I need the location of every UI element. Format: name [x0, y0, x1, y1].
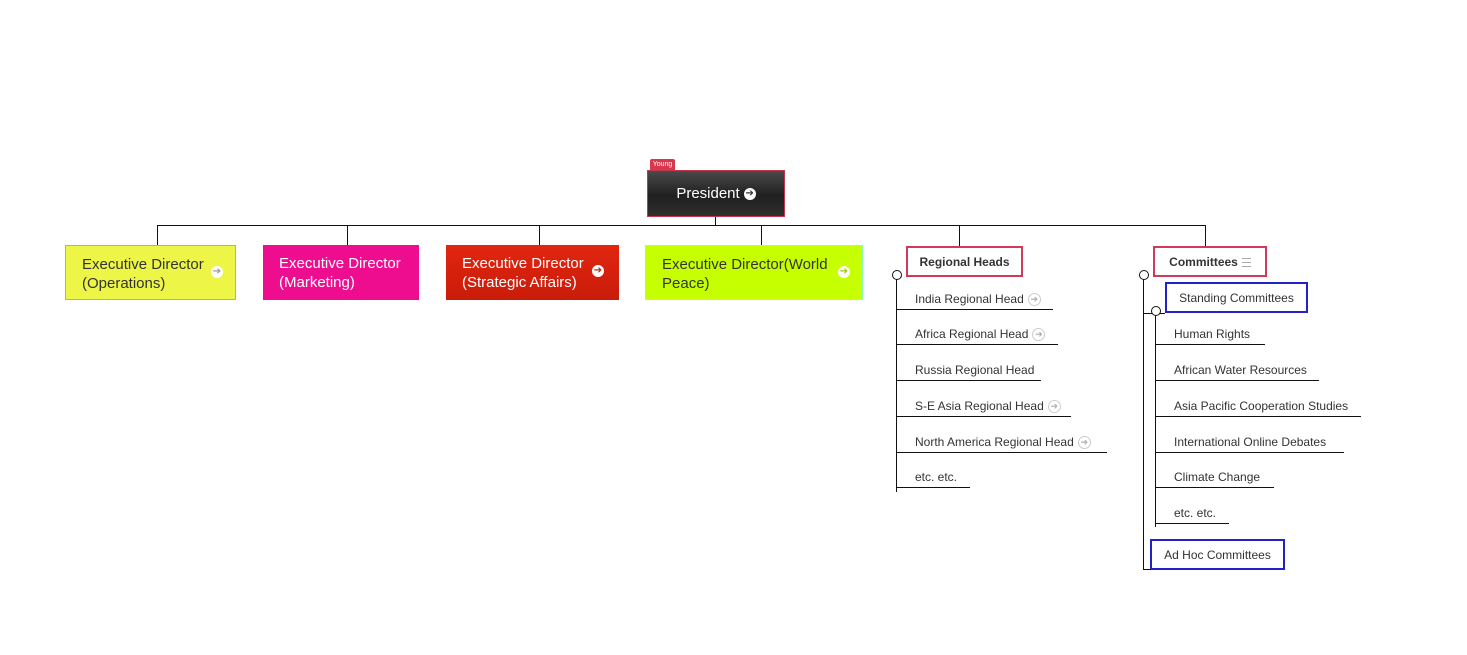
drop-ed3 [539, 225, 540, 245]
ed-operations-node[interactable]: Executive Director (Operations) ➔ [65, 245, 236, 300]
list-item[interactable]: Human Rights [1155, 324, 1265, 345]
ed-world-peace-node[interactable]: Executive Director(World Peace) ➔ [645, 245, 863, 300]
list-item[interactable]: International Online Debates [1155, 432, 1344, 453]
list-item[interactable]: Asia Pacific Cooperation Studies [1155, 396, 1361, 417]
ed-operations-label: Executive Director (Operations) [82, 256, 204, 292]
regional-spine [896, 279, 897, 492]
committees-spine [1143, 279, 1144, 570]
link-arrow-icon[interactable]: ➔ [592, 265, 604, 277]
ed-world-peace-label: Executive Director(World Peace) [662, 256, 828, 292]
root-bus [157, 225, 1206, 226]
list-item[interactable]: Russia Regional Head [896, 360, 1041, 381]
notes-icon[interactable] [1241, 258, 1251, 268]
collapse-toggle[interactable] [1151, 306, 1161, 316]
list-item[interactable]: Africa Regional Head➔ [896, 324, 1058, 345]
drop-committees [1205, 225, 1206, 247]
collapse-toggle[interactable] [892, 270, 902, 280]
link-arrow-icon[interactable]: ➔ [1077, 436, 1091, 450]
regional-heads-node[interactable]: Regional Heads [906, 246, 1023, 277]
list-item[interactable]: etc. etc. [1155, 503, 1229, 524]
regional-heads-label: Regional Heads [919, 255, 1010, 269]
standing-spine [1155, 315, 1156, 527]
drop-ed4 [761, 225, 762, 245]
adhoc-committees-node[interactable]: Ad Hoc Committees [1150, 539, 1285, 570]
link-arrow-icon[interactable]: ➔ [1027, 293, 1041, 307]
ed-marketing-label: Executive Director (Marketing) [279, 255, 401, 291]
root-stem [715, 217, 716, 226]
link-arrow-icon[interactable]: ➔ [211, 266, 223, 278]
link-arrow-icon[interactable]: ➔ [1032, 328, 1046, 342]
drop-regional [959, 225, 960, 247]
adhoc-connector [1143, 569, 1151, 570]
committees-label: Committees [1169, 255, 1238, 269]
list-item[interactable]: Climate Change [1155, 467, 1274, 488]
drop-ed2 [347, 225, 348, 245]
list-item[interactable]: etc. etc. [896, 467, 970, 488]
link-arrow-icon[interactable]: ➔ [743, 188, 756, 201]
committees-node[interactable]: Committees [1153, 246, 1267, 277]
standing-committees-label: Standing Committees [1179, 291, 1294, 305]
adhoc-committees-label: Ad Hoc Committees [1164, 548, 1271, 562]
drop-ed1 [157, 225, 158, 245]
list-item[interactable]: India Regional Head➔ [896, 289, 1053, 310]
ed-marketing-node[interactable]: Executive Director (Marketing) [263, 245, 419, 300]
ed-strategic-node[interactable]: Executive Director (Strategic Affairs) ➔ [446, 245, 619, 300]
list-item[interactable]: North America Regional Head➔ [896, 432, 1107, 453]
link-arrow-icon[interactable]: ➔ [1047, 400, 1061, 414]
president-node[interactable]: President➔ [647, 170, 785, 217]
president-label: President [676, 185, 740, 202]
label-badge: Young [650, 159, 675, 170]
link-arrow-icon[interactable]: ➔ [838, 266, 850, 278]
collapse-toggle[interactable] [1139, 270, 1149, 280]
ed-strategic-label: Executive Director (Strategic Affairs) [462, 255, 584, 291]
list-item[interactable]: African Water Resources [1155, 360, 1319, 381]
list-item[interactable]: S-E Asia Regional Head➔ [896, 396, 1071, 417]
standing-committees-node[interactable]: Standing Committees [1165, 282, 1308, 313]
